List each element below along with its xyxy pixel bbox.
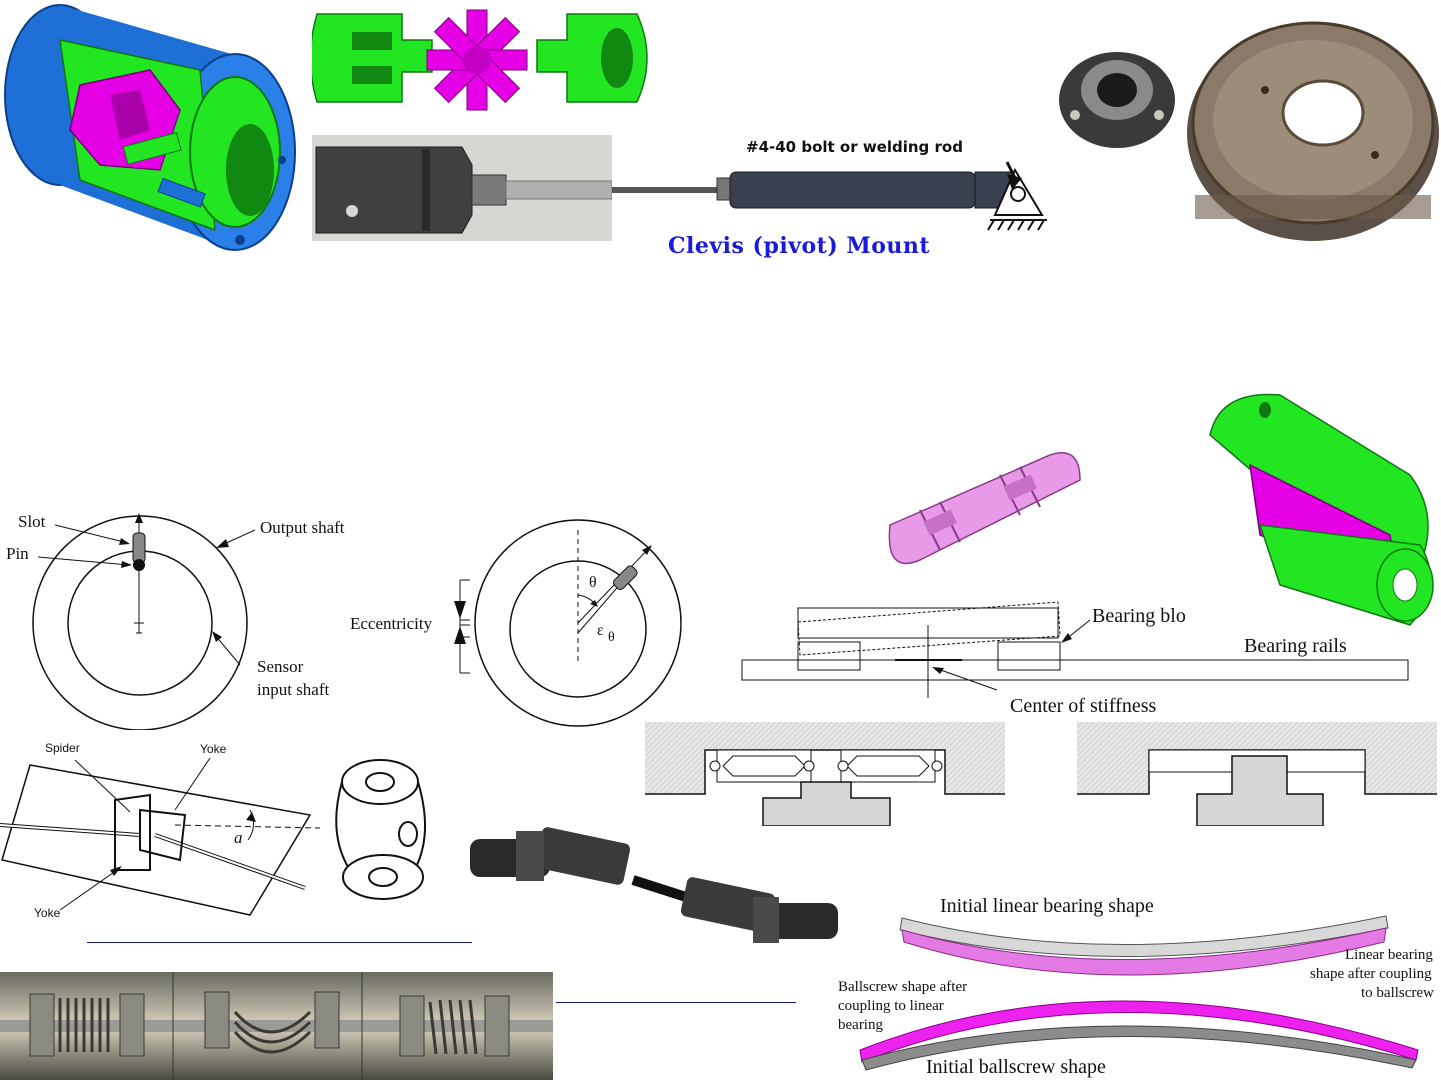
bending-shapes-diagram [859,915,1419,1071]
universal-joint-sketch [335,759,426,900]
clevis-mount-diagram [612,161,1047,231]
epsilon-sub-label: θ [608,630,615,645]
bellows-coupling-photos [0,972,553,1080]
jaw-coupling-exploded-image [312,2,652,117]
yoke-bottom-label: Yoke [34,906,61,920]
bearing-block-diagram [741,601,1409,698]
center-of-stiffness-label: Center of stiffness [1010,695,1157,717]
bellows-coupling-3d [888,452,1081,565]
spider-label: Spider [45,741,80,755]
initial-linear-label: Initial linear bearing shape [940,895,1154,917]
pin-label: Pin [6,544,29,563]
clevis-rod-photo [312,135,612,241]
initial-ballscrew-label: Initial ballscrew shape [926,1056,1106,1078]
clevis-title: Clevis (pivot) Mount [668,233,931,259]
bearing-rails-label: Bearing rails [1244,635,1347,657]
linear-after-label-3: to ballscrew [1361,985,1434,1001]
bearing-cross-section-right [1077,722,1437,826]
eccentricity-label: Eccentricity [350,614,433,633]
bearing-cross-section-left [645,722,1005,826]
bearing-block-label: Bearing blo [1092,605,1186,627]
bolt-label: #4-40 bolt or welding rod [746,138,963,156]
shaft-hub-photo [1059,52,1175,148]
coupling-misalignment-diagram [32,513,256,730]
theta-label: θ [589,574,597,591]
output-shaft-label: Output shaft [260,518,345,537]
sensor-label-line1: Sensor [257,657,304,676]
eccentricity-diagram [454,519,682,727]
oldham-coupling-3d [1209,393,1434,626]
linear-after-label-2: shape after coupling [1310,966,1432,982]
sensor-label-line2: input shaft [257,680,330,699]
linear-after-label-1: Linear bearing [1345,947,1433,963]
underline-left [87,942,472,943]
yoke-top-label: Yoke [200,742,227,756]
timing-pulley-photo [1187,21,1439,241]
epsilon-label: ε [597,622,604,639]
universal-joint-photo [470,827,838,943]
jaw-coupling-image [0,0,300,262]
ballscrew-after-label-3: bearing [838,1017,883,1033]
angle-label: a [234,828,243,847]
underline-right [556,1002,796,1003]
ballscrew-after-label-2: coupling to linear [838,998,944,1014]
slot-label: Slot [18,512,46,531]
universal-joint-diagram [0,757,321,916]
ballscrew-after-label-1: Ballscrew shape after [838,979,968,995]
